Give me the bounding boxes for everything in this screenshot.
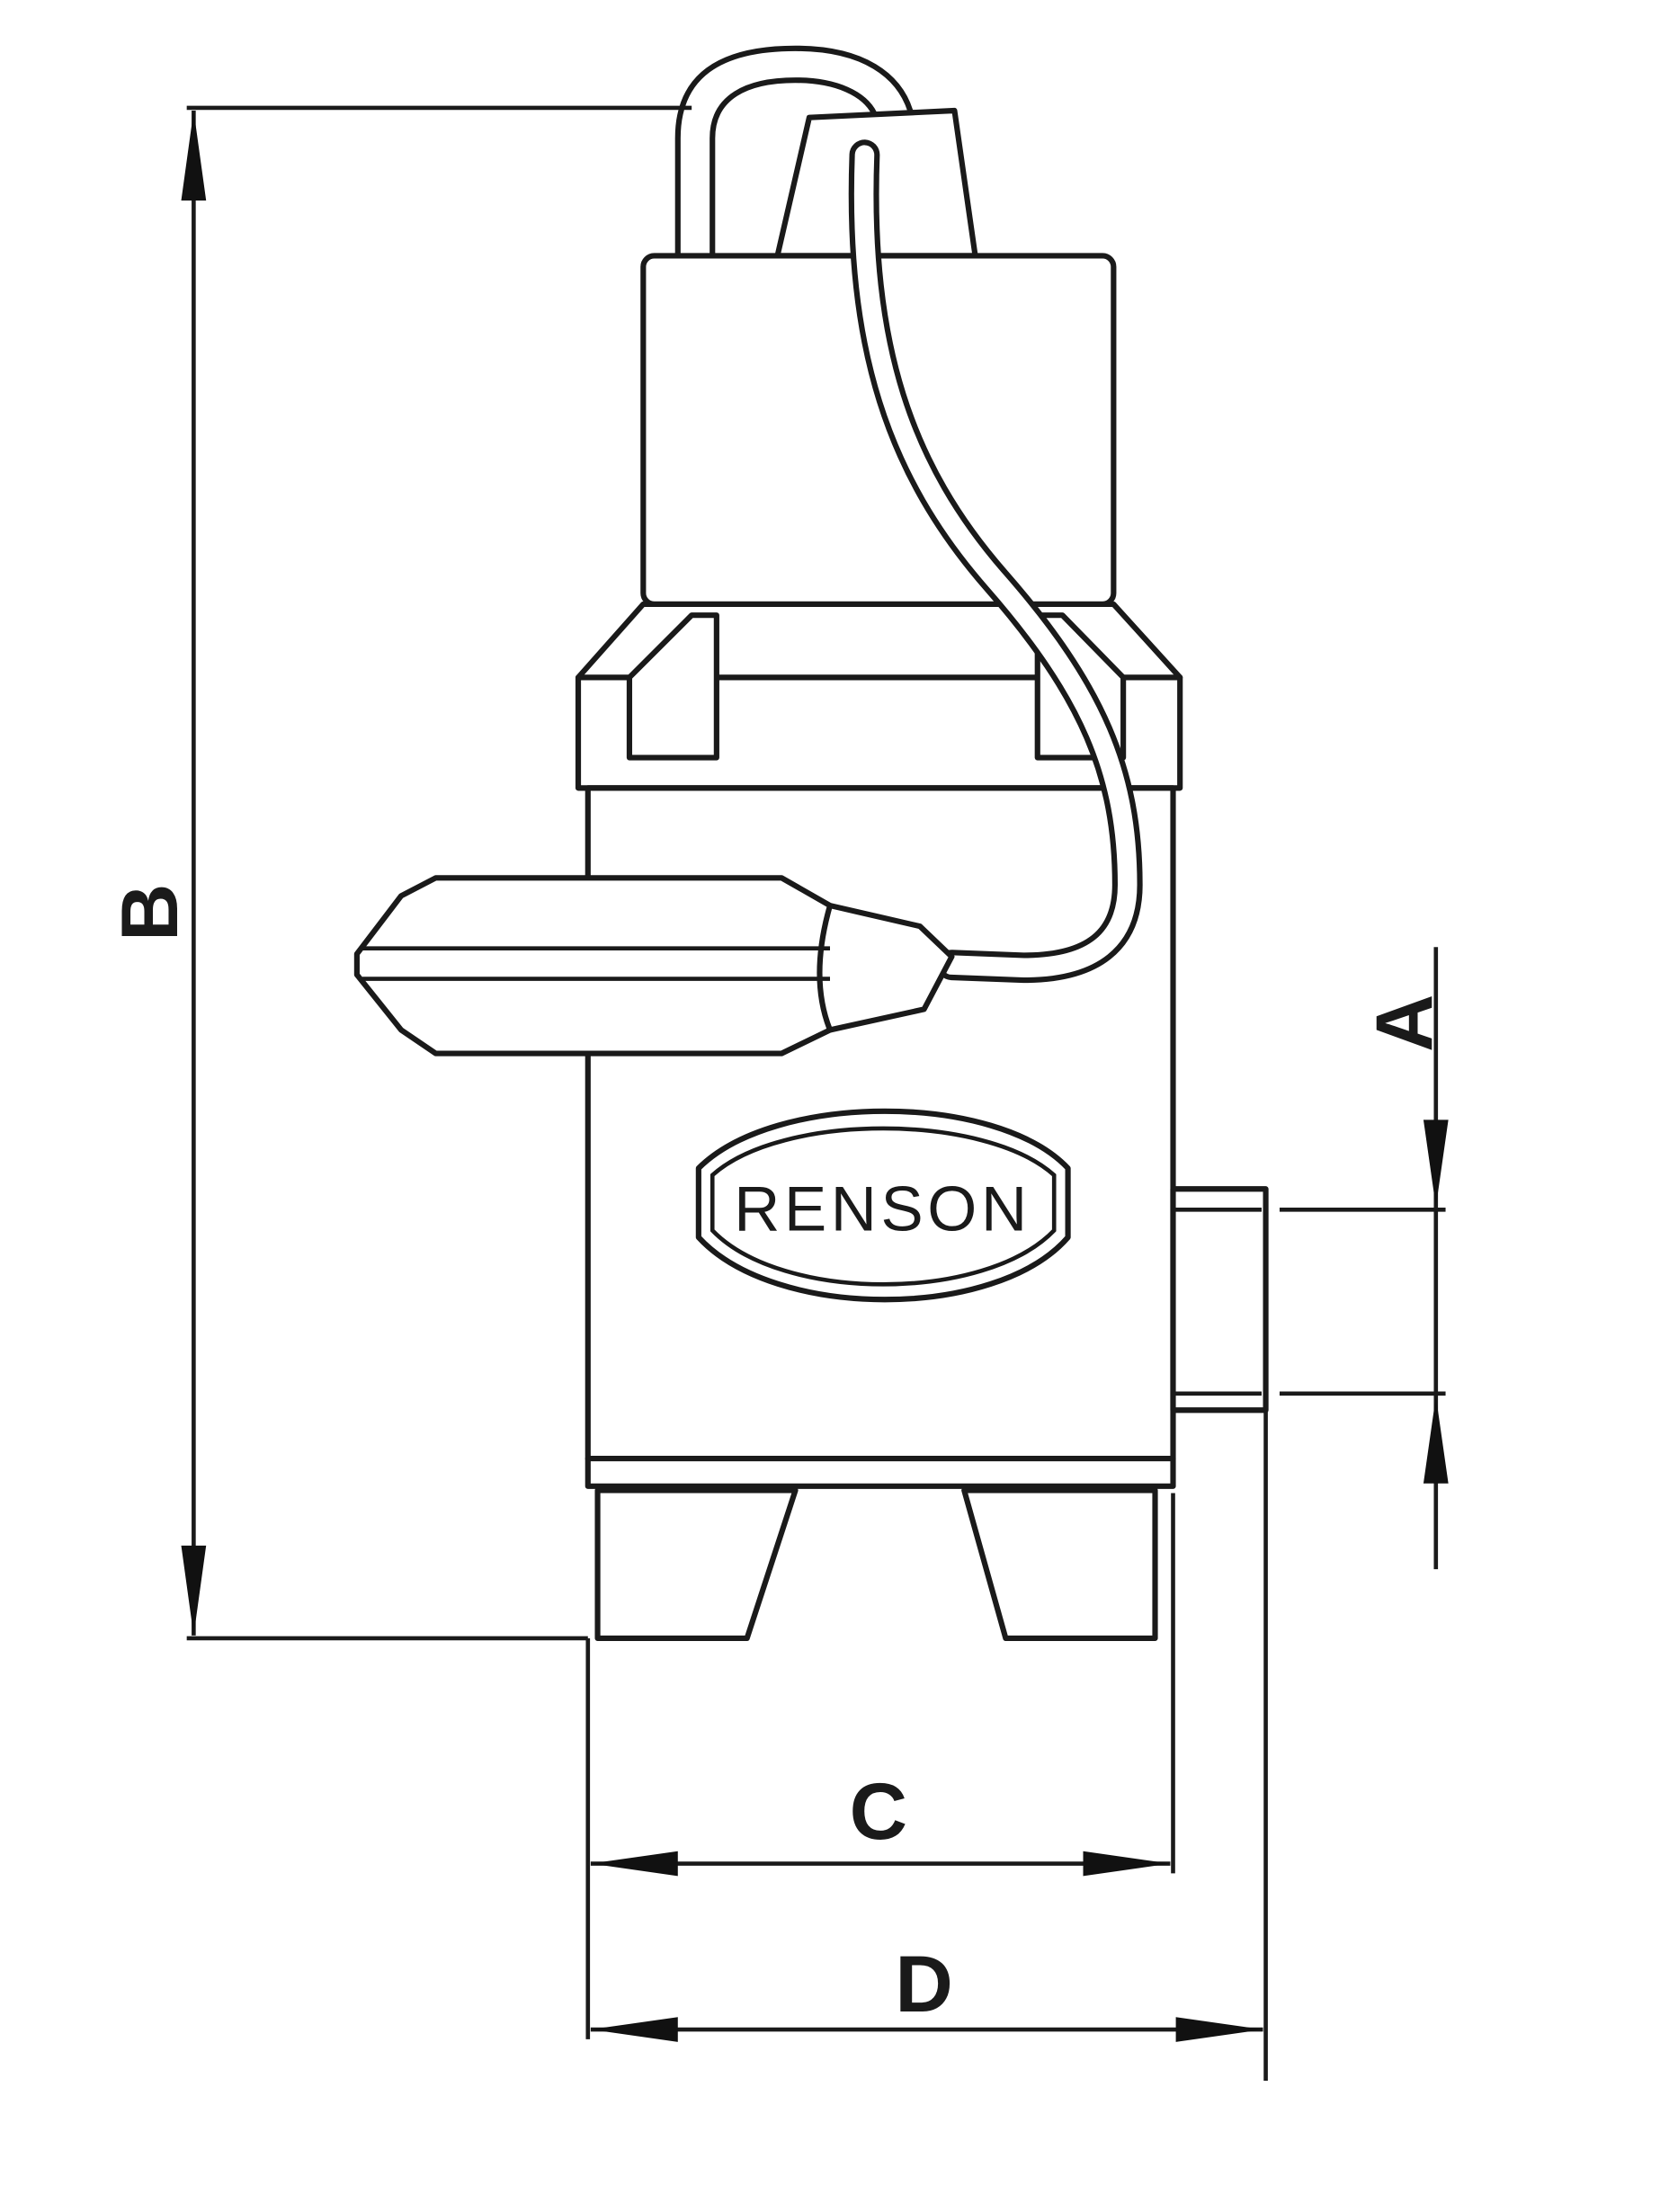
brand-logo: RENSON [695, 1108, 1071, 1303]
dimension-label-a: A [1359, 995, 1449, 1052]
foot-right [961, 1487, 1158, 1642]
handle [674, 45, 914, 259]
dimension-label-b: B [104, 884, 194, 941]
outlet [1170, 1186, 1269, 1414]
dimension-label-d: D [895, 1939, 952, 2029]
base-band [585, 1455, 1176, 1489]
foot-left [594, 1487, 799, 1642]
float-cable [848, 139, 1143, 984]
dimension-b: B [104, 105, 692, 1641]
dimension-d: D [590, 1410, 1268, 2081]
logo-text: RENSON [734, 1173, 1031, 1244]
dimension-a: A [1279, 947, 1449, 1570]
dimension-label-c: C [850, 1766, 907, 1856]
dimension-c: C [585, 1493, 1175, 2039]
float-switch [353, 875, 955, 1057]
